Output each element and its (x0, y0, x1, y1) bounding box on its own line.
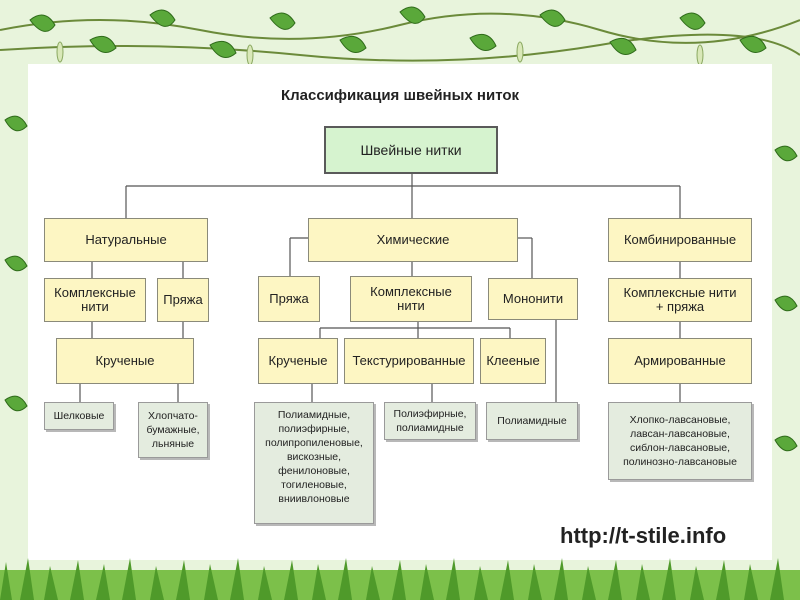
natural-twisted: Крученые (56, 338, 194, 384)
branch-chemical: Химические (308, 218, 518, 262)
diagram-title: Классификация швейных ниток (280, 87, 520, 104)
leaf-textured-list: Полиэфирные, полиамидные (384, 402, 476, 440)
chemical-monofilament: Мононити (488, 278, 578, 320)
combined-complex-yarn: Комплексные нити + пряжа (608, 278, 752, 322)
chemical-textured: Текстурированные (344, 338, 474, 384)
natural-yarn: Пряжа (157, 278, 209, 322)
chemical-glued: Клееные (480, 338, 546, 384)
top-vine (0, 12, 800, 62)
branch-combined: Комбинированные (608, 218, 752, 262)
root-node: Швейные нитки (324, 126, 498, 174)
leaf-silk: Шелковые (44, 402, 114, 430)
combined-armored: Армированные (608, 338, 752, 384)
chemical-yarn: Пряжа (258, 276, 320, 322)
leaf-combined-list: Хлопко-лавсановые, лавсан-лавсановые, си… (608, 402, 752, 480)
leaf-mono-list: Полиамидные (486, 402, 578, 440)
chemical-complex-threads: Комплексные нити (350, 276, 472, 322)
website-url: http://t-stile.info (560, 523, 727, 548)
leaf-chemical-twisted-list: Полиамидные, полиэфирные, полипропиленов… (254, 402, 374, 524)
leaf-cotton-linen: Хлопчато- бумажные, льняные (138, 402, 208, 458)
branch-natural: Натуральные (44, 218, 208, 262)
chemical-twisted: Крученые (258, 338, 338, 384)
grass-border-decoration (0, 558, 800, 600)
natural-complex-threads: Комплексные нити (44, 278, 146, 322)
